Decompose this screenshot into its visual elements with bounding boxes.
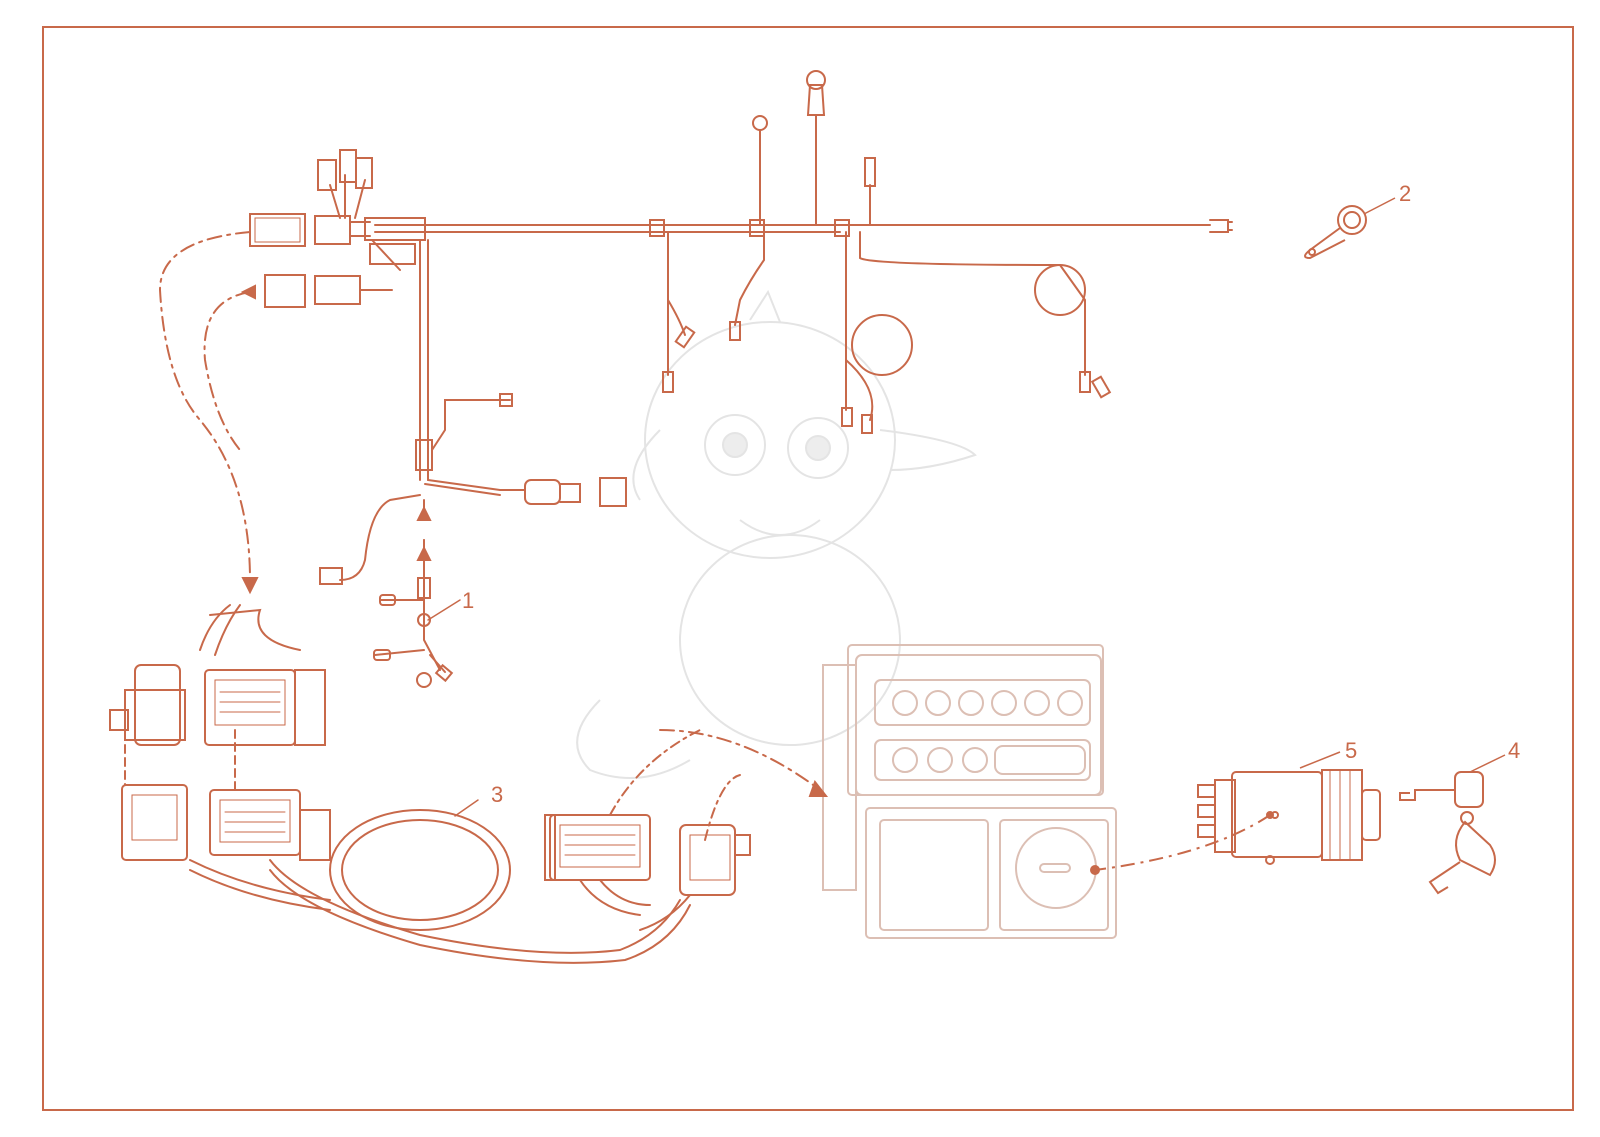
callout-5: 5 [1345,738,1358,763]
callout-4: 4 [1508,738,1521,763]
main-wiring-harness [158,70,1233,688]
ignition-keys [1399,754,1506,895]
cable-clip [1304,197,1396,260]
instrument-panel [822,644,1117,939]
callout-2: 2 [1399,181,1412,206]
drawing-border [42,26,1574,1111]
callout-3: 3 [491,782,504,807]
ignition-switch [1090,751,1381,875]
extension-harness [109,604,829,964]
dragon-mascot-watermark [576,289,977,779]
callout-1: 1 [462,588,475,613]
